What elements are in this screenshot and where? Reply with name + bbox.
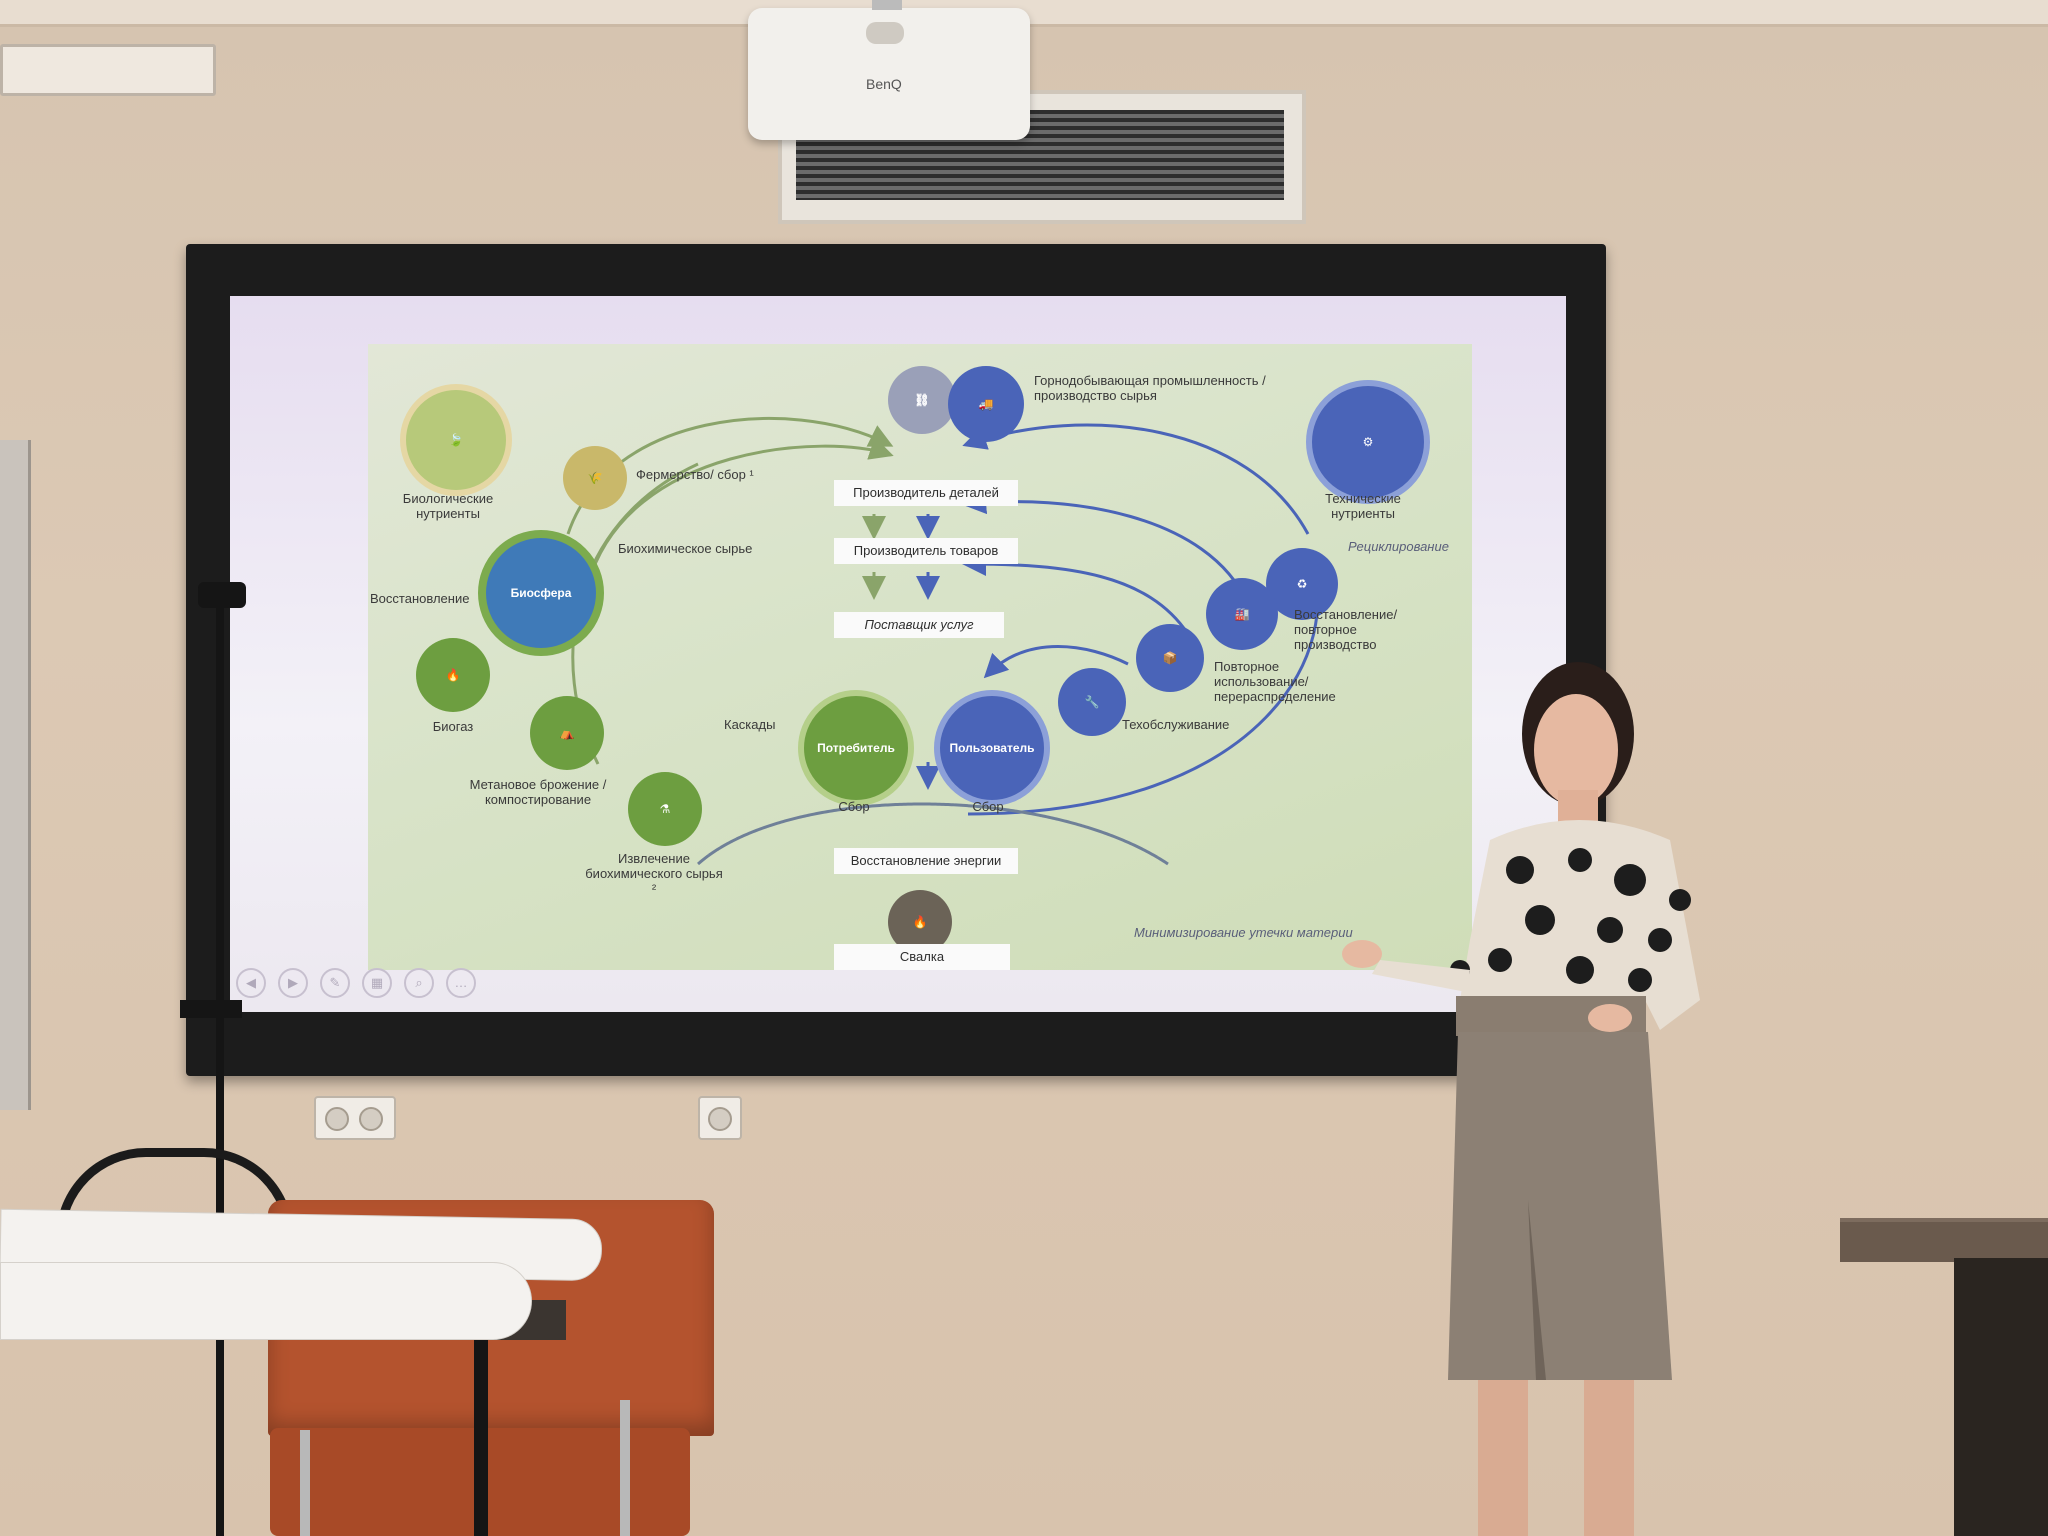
label-restoration: Восстановление xyxy=(370,591,470,606)
flask-icon: ⚗ xyxy=(628,772,702,846)
label-minimize-loss: Минимизирование утечки материи xyxy=(1134,925,1353,940)
more-icon[interactable]: … xyxy=(446,968,476,998)
tripod-clamp xyxy=(180,1000,242,1018)
wall-outlet-double xyxy=(314,1096,396,1140)
camera xyxy=(198,582,246,608)
paper-roll xyxy=(0,1262,532,1340)
label-collect-1: Сбор xyxy=(838,799,870,814)
screen-frame: 🍃 Биологические нутриенты 🌾 Фермерство/ … xyxy=(186,244,1606,1076)
right-table xyxy=(1840,1218,2048,1262)
wrench-icon: 🔧 xyxy=(1058,668,1126,736)
flame-icon: 🔥 xyxy=(416,638,490,712)
chair-leg xyxy=(300,1430,310,1536)
fire-icon: 🔥 xyxy=(888,890,952,954)
projector-brand: BenQ xyxy=(866,76,902,92)
label-extraction: Извлечение биохимического сырья ² xyxy=(585,851,723,896)
user-icon: Пользователь xyxy=(934,690,1050,806)
label-recycling: Рециклирование xyxy=(1348,539,1449,554)
gear-icon: ⚙ xyxy=(1306,380,1430,504)
wall-outlet-single xyxy=(698,1096,742,1140)
box-service-provider: Поставщик услуг xyxy=(834,612,1004,638)
box-goods-maker: Производитель товаров xyxy=(834,538,1018,564)
leaf-icon: 🍃 xyxy=(400,384,512,496)
label-reuse: Повторное использование/ перераспределен… xyxy=(1214,659,1336,704)
slide: 🍃 Биологические нутриенты 🌾 Фермерство/ … xyxy=(368,344,1472,970)
oil-rig-icon: ⛓ xyxy=(888,366,956,434)
factory-icon: 🏭 xyxy=(1206,578,1278,650)
prev-icon[interactable]: ◀ xyxy=(236,968,266,998)
label-bio-nutrients: Биологические нутриенты xyxy=(402,491,494,521)
label-remanufacture: Восстановление/ повторное производство xyxy=(1294,607,1398,652)
label-biogas: Биогаз xyxy=(432,719,474,734)
biosphere-globe-icon: Биосфера xyxy=(478,530,604,656)
arrow-energy-arc xyxy=(697,802,1169,866)
label-tech-nutrients: Технические нутриенты xyxy=(1325,491,1401,521)
arrow-tech-top xyxy=(962,423,1310,535)
next-icon[interactable]: ▶ xyxy=(278,968,308,998)
label-farming: Фермерство/ сбор ¹ xyxy=(636,467,754,482)
label-consumer: Потребитель xyxy=(817,741,895,755)
slideshow-controls: ◀ ▶ ✎ ▦ ⌕ … xyxy=(236,968,476,998)
label-biochem-raw: Биохимическое сырье xyxy=(618,541,753,556)
grid-icon[interactable]: ▦ xyxy=(362,968,392,998)
box-landfill: Свалка xyxy=(834,944,1010,970)
projector-mount xyxy=(872,0,902,10)
table-leg xyxy=(474,1340,488,1536)
wheat-fish-icon: 🌾 xyxy=(563,446,627,510)
label-top-source: Горнодобывающая промышленность / произво… xyxy=(1034,373,1266,403)
box-package-icon: 📦 xyxy=(1136,624,1204,692)
label-biosphere: Биосфера xyxy=(510,586,572,600)
label-maintenance: Техобслуживание xyxy=(1122,717,1230,732)
label-user: Пользователь xyxy=(949,741,1035,755)
box-energy-recovery: Восстановление энергии xyxy=(834,848,1018,874)
projection-screen: 🍃 Биологические нутриенты 🌾 Фермерство/ … xyxy=(230,296,1566,1012)
recycle-icon: ♻ xyxy=(1266,548,1338,620)
label-cascades: Каскады xyxy=(724,717,776,732)
arrow-tech-4 xyxy=(983,645,1129,679)
presenter xyxy=(1342,662,1700,1536)
tripod-pole xyxy=(216,606,224,1536)
projector: BenQ xyxy=(748,0,1030,140)
label-collect-2: Сбор xyxy=(972,799,1004,814)
label-methane: Метановое брожение / компостирование xyxy=(469,777,607,807)
arrow-tech-3 xyxy=(962,552,1190,635)
chair-leg xyxy=(620,1400,630,1536)
consumer-icon: Потребитель xyxy=(798,690,914,806)
projector-lens xyxy=(866,22,904,44)
ceiling-light xyxy=(0,44,216,96)
right-table-base xyxy=(1954,1258,2048,1536)
compost-icon: ⛺ xyxy=(530,696,604,770)
whiteboard-edge xyxy=(0,440,31,1110)
pen-icon[interactable]: ✎ xyxy=(320,968,350,998)
truck-icon: 🚚 xyxy=(948,366,1024,442)
zoom-icon[interactable]: ⌕ xyxy=(404,968,434,998)
box-parts-maker: Производитель деталей xyxy=(834,480,1018,506)
